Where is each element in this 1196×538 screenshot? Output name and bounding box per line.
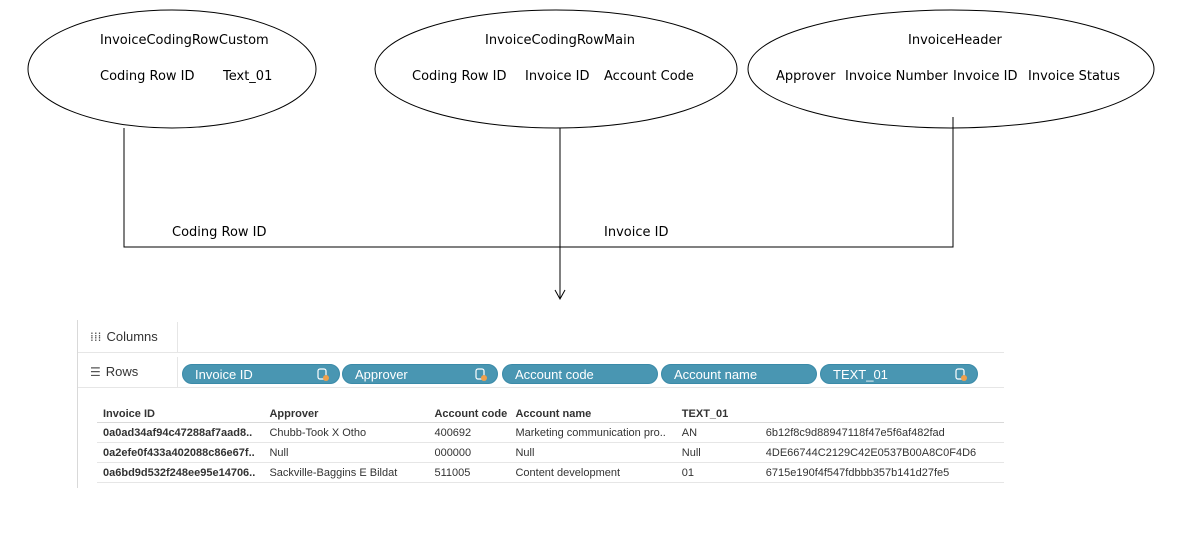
- table-cell: Content development: [509, 462, 676, 483]
- table-header-row: Invoice ID Approver Account code Account…: [97, 406, 1004, 423]
- entity-invoicecodingrowcustom: [27, 9, 317, 129]
- pill-approver[interactable]: Approver: [342, 364, 498, 384]
- table-cell: 0a6bd9d532f248ee95e14706..: [97, 462, 264, 483]
- table-cell: Null: [263, 442, 429, 463]
- entity-invoicecodingrowmain: [374, 9, 738, 129]
- table-cell: 4DE66744C2129C42E0537B00A8C0F4D6: [759, 442, 1004, 463]
- column-header[interactable]: Approver: [263, 406, 429, 423]
- entity-title: InvoiceCodingRowMain: [485, 33, 635, 48]
- data-table: Invoice ID Approver Account code Account…: [97, 406, 1004, 483]
- pill-label: TEXT_01: [833, 367, 888, 382]
- columns-shelf-label: ⁞⁞⁞ Columns: [78, 322, 178, 352]
- table-row[interactable]: 0a6bd9d532f248ee95e14706.. Sackville-Bag…: [97, 462, 1004, 483]
- rows-label-text: Rows: [105, 364, 139, 379]
- columns-icon: ⁞⁞⁞: [90, 330, 102, 344]
- columns-label-text: Columns: [106, 329, 158, 344]
- column-header[interactable]: Account name: [509, 406, 676, 423]
- table-cell: 0a2efe0f433a402088c86e67f..: [97, 442, 264, 463]
- rows-shelf-label: ☰ Rows: [78, 357, 178, 387]
- entity-title: InvoiceHeader: [908, 33, 1002, 48]
- pill-text-01[interactable]: TEXT_01: [820, 364, 978, 384]
- table-row[interactable]: 0a0ad34af94c47288af7aad8.. Chubb-Took X …: [97, 422, 1004, 443]
- pill-label: Invoice ID: [195, 367, 253, 382]
- data-source-icon: [955, 368, 967, 381]
- columns-shelf[interactable]: ⁞⁞⁞ Columns: [78, 322, 1004, 353]
- data-source-icon: [317, 368, 329, 381]
- table-cell: Marketing communication pro..: [509, 422, 676, 443]
- rows-shelf[interactable]: ☰ Rows Invoice ID Approver Account code A…: [78, 357, 1004, 388]
- join-label-right: Invoice ID: [604, 225, 668, 240]
- rows-icon: ☰: [90, 365, 101, 379]
- entity-field: Invoice ID: [953, 69, 1017, 84]
- table-cell: 400692: [428, 422, 510, 443]
- entity-field: Coding Row ID: [412, 69, 507, 84]
- column-header[interactable]: Invoice ID: [97, 406, 264, 423]
- join-connector: [123, 117, 954, 248]
- entity-invoiceheader: [747, 9, 1155, 129]
- table-cell: 0a0ad34af94c47288af7aad8..: [97, 422, 264, 443]
- pill-label: Account name: [674, 367, 758, 382]
- table-cell: 511005: [428, 462, 510, 483]
- entity-field: Invoice Status: [1028, 69, 1120, 84]
- table-cell: 6715e190f4f547fdbbb357b141d27fe5: [759, 462, 1004, 483]
- join-label-left: Coding Row ID: [172, 225, 267, 240]
- er-diagram: InvoiceCodingRowCustom InvoiceCodingRowM…: [27, 9, 1155, 301]
- pill-account-code[interactable]: Account code: [502, 364, 658, 384]
- entity-field: Invoice Number: [845, 69, 948, 84]
- table-cell: 6b12f8c9d88947118f47e5f6af482fad: [759, 422, 1004, 443]
- table-cell: 01: [675, 462, 760, 483]
- tableau-view: ⁞⁞⁞ Columns ☰ Rows Invoice ID Approver Acc…: [77, 320, 1004, 488]
- table-cell: Sackville-Baggins E Bildat: [263, 462, 429, 483]
- pill-label: Approver: [355, 367, 408, 382]
- entity-field: Invoice ID: [525, 69, 589, 84]
- table-row[interactable]: 0a2efe0f433a402088c86e67f.. Null 000000 …: [97, 442, 1004, 463]
- table-cell: Null: [509, 442, 676, 463]
- pill-invoice-id[interactable]: Invoice ID: [182, 364, 340, 384]
- column-header[interactable]: Account code: [428, 406, 510, 423]
- column-header[interactable]: TEXT_01: [675, 406, 760, 423]
- entity-field: Approver: [776, 69, 836, 84]
- column-header: [759, 406, 1004, 423]
- table-cell: Chubb-Took X Otho: [263, 422, 429, 443]
- entity-field: Account Code: [604, 69, 694, 84]
- table-cell: AN: [675, 422, 760, 443]
- table-cell: Null: [675, 442, 760, 463]
- entity-field: Coding Row ID: [100, 69, 195, 84]
- entity-field: Text_01: [222, 69, 272, 84]
- data-source-icon: [475, 368, 487, 381]
- pill-label: Account code: [515, 367, 594, 382]
- arrow-head: [554, 289, 566, 301]
- table-cell: 000000: [428, 442, 510, 463]
- pill-account-name[interactable]: Account name: [661, 364, 817, 384]
- entity-title: InvoiceCodingRowCustom: [100, 33, 269, 48]
